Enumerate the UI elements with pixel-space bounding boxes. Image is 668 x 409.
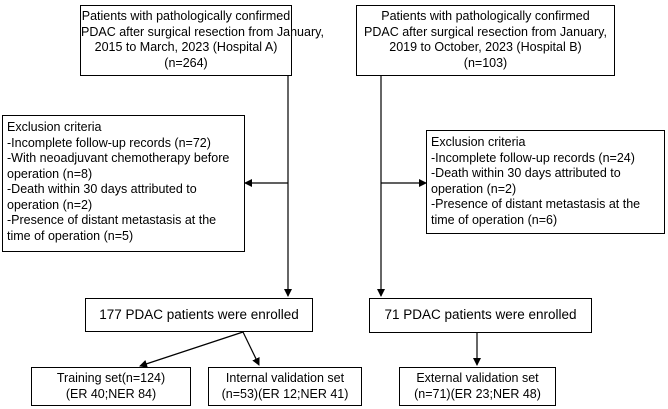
exclusion-b-box: Exclusion criteria -Incomplete follow-up… [426, 130, 665, 234]
enrolled-a-box: 177 PDAC patients were enrolled [85, 298, 313, 332]
enrolled-b-box: 71 PDAC patients were enrolled [369, 298, 592, 333]
exclusion-a-box: Exclusion criteria -Incomplete follow-up… [2, 115, 245, 252]
hospital-b-line: Patients with pathologically confirmed [381, 9, 590, 23]
exclusion-a-line: -Incomplete follow-up records (n=72) [7, 135, 211, 150]
external-validation-line: External validation set [416, 371, 539, 385]
hospital-a-line: 2015 to March, 2023 (Hospital A) [94, 40, 278, 54]
hospital-b-line: 2019 to October, 2023 (Hospital B) [389, 40, 582, 54]
exclusion-b-line: time of operation (n=6) [431, 212, 558, 227]
exclusion-b-title: Exclusion criteria [431, 135, 526, 149]
external-validation-line: (n=71)(ER 23;NER 48) [414, 386, 541, 401]
exclusion-a-line: time of operation (n=5) [7, 228, 134, 243]
internal-validation-line: (n=53)(ER 12;NER 41) [221, 386, 349, 401]
enrolled-b-text: 71 PDAC patients were enrolled [384, 307, 577, 322]
hospital-a-line: Patients with pathologically confirmed [81, 9, 291, 23]
arrow-enrolled-to-internal [242, 331, 260, 366]
exclusion-b-line: -Death within 30 days attributed to [431, 166, 621, 180]
hospital-b-box: Patients with pathologically confirmed P… [356, 5, 615, 76]
hospital-a-line: PDAC after surgical resection from Janua… [81, 24, 324, 39]
internal-validation-box: Internal validation set (n=53)(ER 12;NER… [208, 367, 362, 406]
hospital-a-box: Patients with pathologically confirmed P… [80, 5, 324, 76]
arrow-enrolled-to-training [139, 331, 244, 368]
exclusion-a-title: Exclusion criteria [7, 120, 102, 134]
exclusion-a-line: -Presence of distant metastasis at the [7, 213, 217, 227]
training-set-line: Training set(n=124) [56, 371, 166, 385]
training-set-line: (ER 40;NER 84) [65, 386, 157, 401]
exclusion-a-line: operation (n=2) [7, 197, 93, 212]
exclusion-b-line: -Incomplete follow-up records (n=24) [431, 150, 635, 165]
hospital-b-line: (n=103) [463, 55, 508, 70]
exclusion-a-line: -Death within 30 days attributed to [7, 182, 197, 196]
hospital-a-line: (n=264) [164, 55, 208, 70]
external-validation-box: External validation set (n=71)(ER 23;NER… [399, 367, 556, 406]
exclusion-a-line: operation (n=8) [7, 166, 93, 181]
exclusion-a-line: -With neoadjuvant chemotherapy before [7, 151, 230, 165]
enrolled-a-text: 177 PDAC patients were enrolled [99, 307, 299, 322]
hospital-b-line: PDAC after surgical resection from Janua… [364, 24, 607, 39]
training-set-box: Training set(n=124) (ER 40;NER 84) [31, 367, 191, 406]
exclusion-b-line: -Presence of distant metastasis at the [431, 197, 641, 211]
exclusion-b-line: operation (n=2) [431, 181, 517, 196]
internal-validation-line: Internal validation set [225, 371, 345, 385]
